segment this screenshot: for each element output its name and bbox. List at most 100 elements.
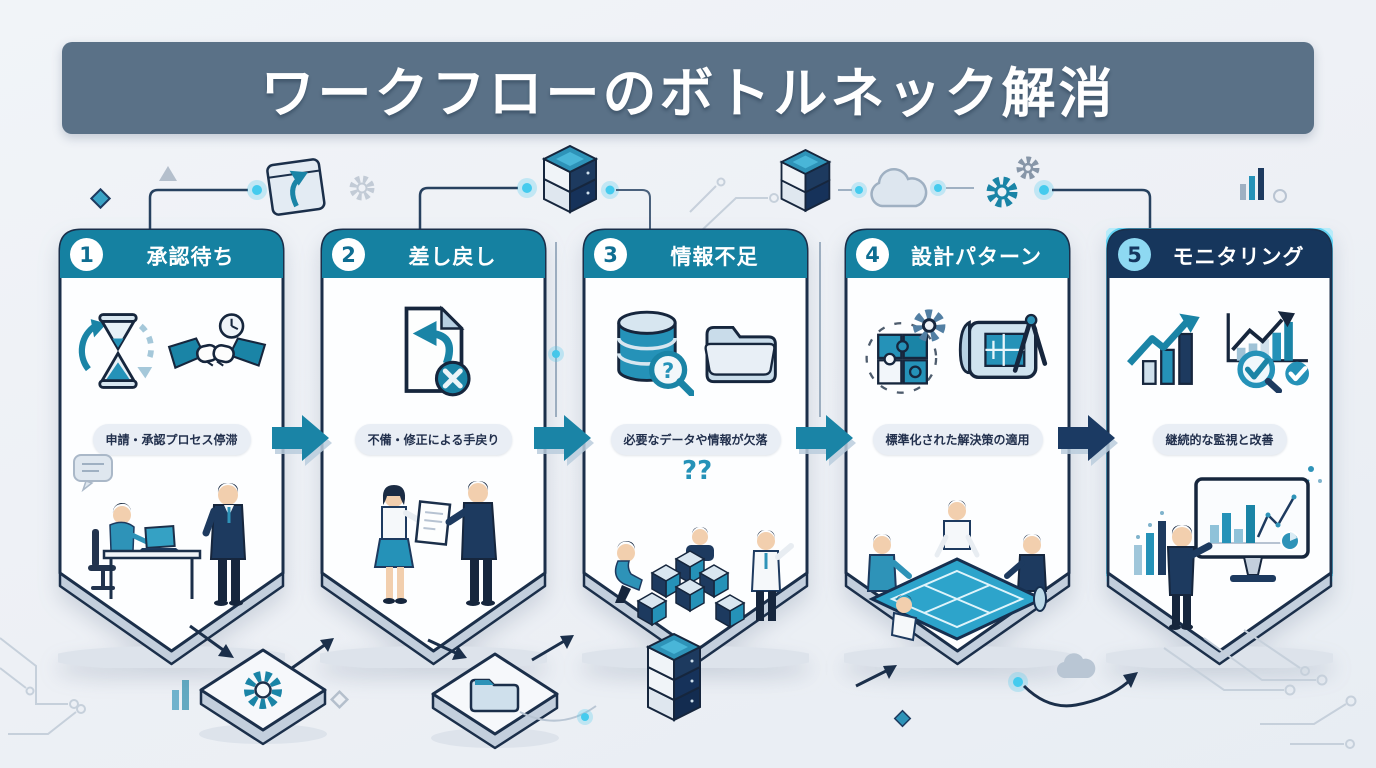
step-caption: 不備・修正による手戻り bbox=[354, 424, 513, 455]
glow-dot bbox=[517, 178, 537, 198]
puzzle-gear-icon bbox=[864, 309, 945, 394]
triangle-icon bbox=[159, 166, 177, 181]
woman-presenting bbox=[373, 485, 425, 604]
glow-dot bbox=[851, 182, 867, 198]
scene-monitoring-dashboard bbox=[1134, 466, 1322, 630]
icon-row bbox=[320, 286, 547, 416]
gear-icon bbox=[349, 175, 375, 201]
cube-pile bbox=[636, 550, 746, 629]
glow-dot bbox=[930, 180, 946, 196]
standing-manager bbox=[202, 483, 247, 606]
person-left bbox=[866, 534, 912, 592]
seated-worker bbox=[88, 502, 150, 590]
flow-arrow-4 bbox=[1058, 415, 1115, 461]
step-number: 4 bbox=[856, 238, 889, 271]
connector-line bbox=[616, 189, 651, 235]
flow-arrow-2 bbox=[534, 415, 591, 461]
step-title: モニタリング bbox=[1172, 245, 1305, 269]
mini-bar-chart-icon bbox=[172, 680, 189, 710]
top-decorations bbox=[89, 144, 1287, 235]
icon-row: ? bbox=[582, 286, 809, 416]
chart-magnifier-check-icon bbox=[1226, 311, 1309, 393]
connector-line bbox=[418, 186, 518, 235]
circuit-traces-right bbox=[1163, 629, 1357, 749]
panel-step-3: 3 情報不足 ? 必要なデータや情報が欠落 ?? bbox=[582, 228, 809, 668]
step-title: 情報不足 bbox=[670, 245, 759, 269]
glow-dot bbox=[1034, 180, 1054, 200]
panel-step-1: 1 承認待ち 申請・承認プロセス停滞 bbox=[58, 228, 285, 668]
person-bottom bbox=[890, 595, 918, 642]
folder-tile-icon bbox=[431, 652, 559, 750]
diamond bbox=[89, 187, 112, 210]
panel-step-2: 2 差し戻し 不備・修正による手戻り bbox=[320, 228, 547, 668]
mid-connectors bbox=[548, 242, 821, 417]
arrow-to-panel4 bbox=[855, 665, 897, 688]
handshake-clock-icon bbox=[167, 313, 266, 370]
step-caption: 申請・承認プロセス停滞 bbox=[92, 424, 251, 455]
circuit-traces-left bbox=[0, 637, 86, 735]
svg-text:?: ? bbox=[661, 358, 673, 383]
database-search-icon: ? bbox=[616, 310, 694, 396]
cloud-icon bbox=[1056, 653, 1096, 679]
arrow-from-folder-tile bbox=[531, 635, 574, 662]
step-caption: 必要なデータや情報が欠落 bbox=[610, 424, 781, 455]
document-return-x-icon bbox=[404, 305, 471, 397]
blueprint-compass-icon bbox=[958, 313, 1047, 379]
arrow-to-gear-tile bbox=[189, 624, 234, 658]
icon-row bbox=[58, 286, 285, 416]
mini-bar-chart-icon bbox=[1240, 168, 1287, 203]
step-caption: 継続的な監視と改善 bbox=[1152, 424, 1287, 455]
document-sheet bbox=[414, 500, 452, 546]
shrugging-person bbox=[750, 530, 794, 621]
connector-line bbox=[148, 188, 248, 235]
scene-document-review bbox=[373, 481, 498, 606]
server-stack-icon bbox=[645, 632, 703, 722]
arrow-to-folder-tile bbox=[427, 638, 467, 660]
flow-arrow-1 bbox=[272, 415, 329, 461]
server-stack-icon bbox=[541, 144, 599, 214]
analyst-person bbox=[1166, 525, 1213, 630]
bottom-decorations bbox=[0, 624, 1357, 750]
step-caption: 標準化された解決策の適用 bbox=[872, 424, 1043, 455]
mini-bars bbox=[1134, 511, 1166, 575]
loop-hourglass-icon bbox=[78, 313, 154, 389]
gears-icon bbox=[986, 156, 1040, 208]
glow-dot bbox=[601, 181, 619, 199]
cloud-icon bbox=[870, 168, 928, 208]
panel-step-5: 5 モニタリング 継続的な監視と改善 bbox=[1106, 228, 1333, 668]
window-upload-icon bbox=[266, 158, 326, 216]
crouching-person bbox=[614, 541, 643, 603]
title-banner: ワークフローのボトルネック解消 bbox=[62, 42, 1314, 134]
person-top bbox=[934, 500, 980, 558]
step-number: 5 bbox=[1118, 238, 1151, 271]
step-title: 差し戻し bbox=[408, 245, 497, 269]
gear-tile-icon bbox=[199, 648, 327, 746]
dashboard-monitor bbox=[1194, 477, 1310, 582]
glow-dot bbox=[552, 350, 560, 358]
panel-step-4: 4 設計パターン 標準化された解決策の適用 bbox=[844, 228, 1071, 668]
connector-curve bbox=[519, 705, 597, 722]
scene-scattered-cubes: ?? bbox=[614, 456, 794, 629]
icon-row bbox=[844, 286, 1071, 416]
scene-employee-at-desk bbox=[73, 454, 247, 606]
scene-blueprint-table bbox=[866, 500, 1048, 642]
person-right bbox=[1004, 534, 1048, 592]
arrow-to-panel5-head bbox=[1123, 672, 1138, 688]
desk-laptop bbox=[102, 524, 202, 599]
arrow-from-gear-tile bbox=[291, 638, 334, 670]
step-title: 承認待ち bbox=[146, 245, 235, 269]
step-number: 3 bbox=[594, 238, 627, 271]
connector-line bbox=[1052, 188, 1152, 235]
circuit-traces bbox=[689, 177, 779, 233]
diamond bbox=[893, 709, 912, 728]
page-title: ワークフローのボトルネック解消 bbox=[260, 61, 1116, 125]
folder-icon bbox=[703, 325, 777, 384]
glow-dot bbox=[577, 709, 593, 725]
arrow-to-panel5-line bbox=[1022, 680, 1129, 708]
question-marks: ?? bbox=[682, 456, 712, 486]
icon-row bbox=[1106, 286, 1333, 416]
diamond-outline bbox=[329, 689, 350, 710]
step-title: 設計パターン bbox=[911, 245, 1042, 269]
step-number: 1 bbox=[70, 238, 103, 271]
step-number: 2 bbox=[332, 238, 365, 271]
